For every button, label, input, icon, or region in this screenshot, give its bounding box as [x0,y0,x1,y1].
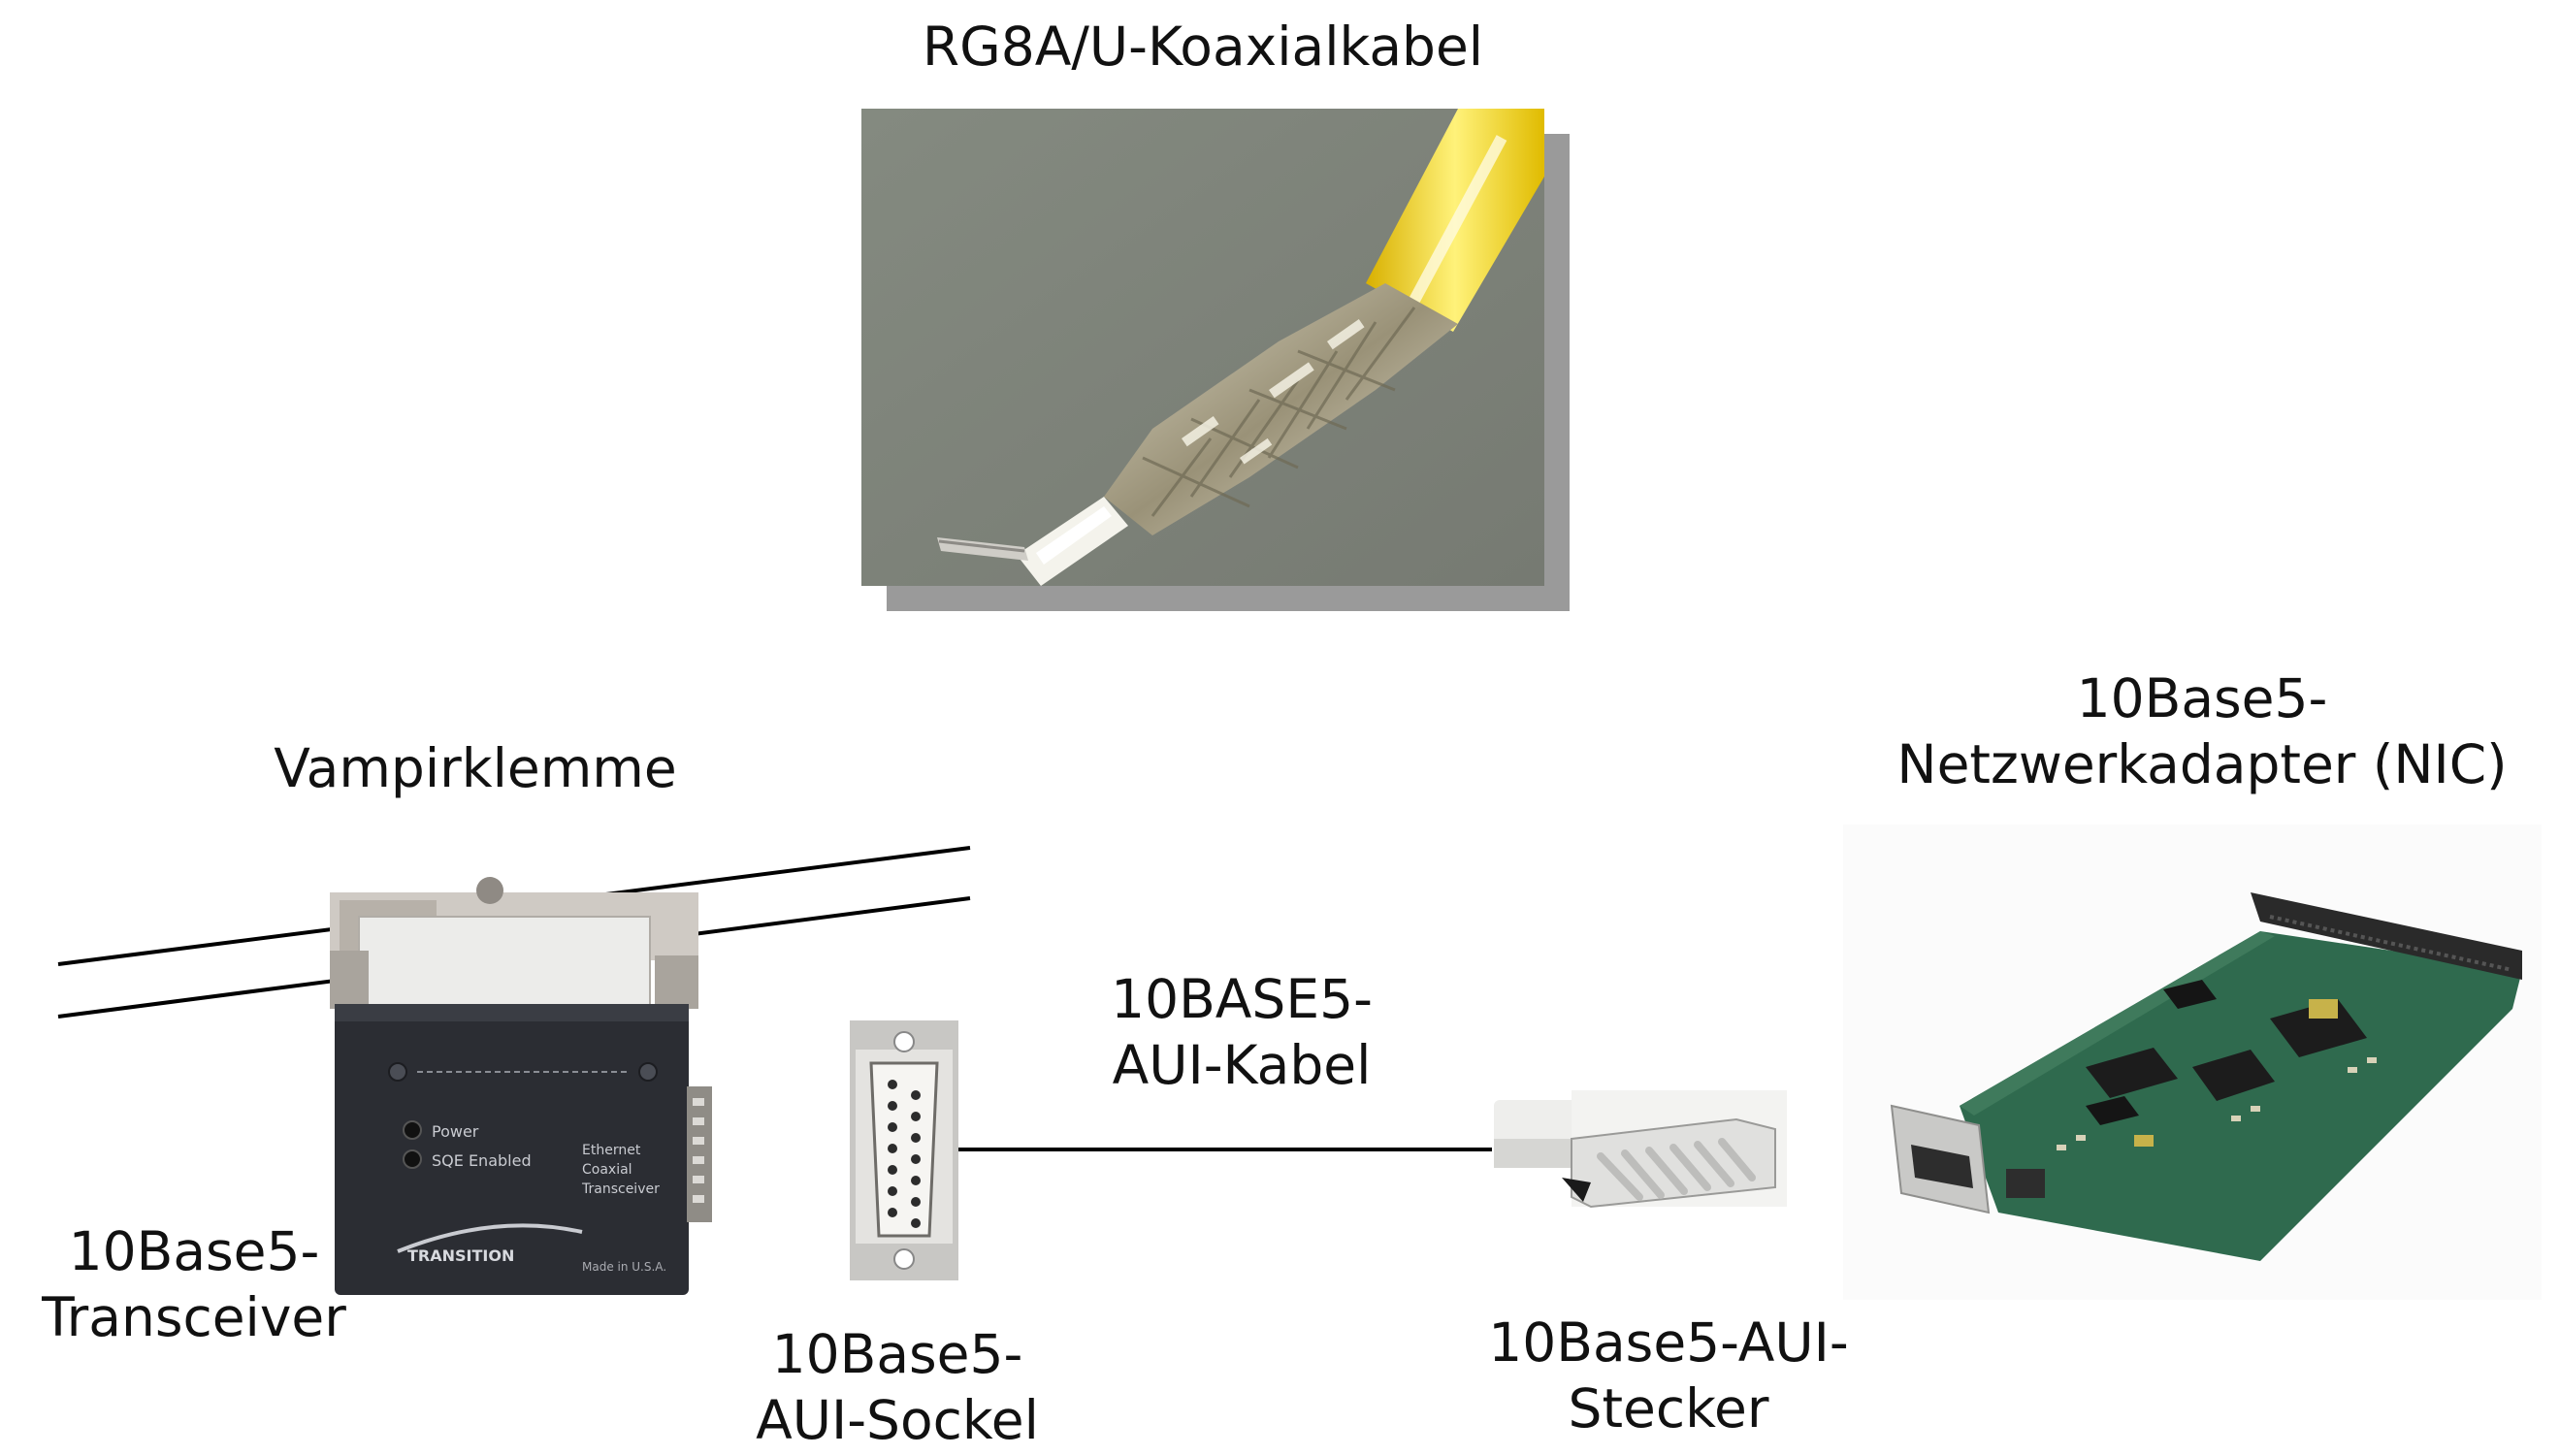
aui-plug-label-line2: Stecker [1568,1377,1769,1440]
product-line-1: Ethernet [582,1143,641,1158]
vampire-tap-label: Vampirklemme [274,737,677,799]
product-line-3: Transceiver [581,1181,660,1197]
power-led-label: Power [432,1122,479,1141]
transceiver-label-line1: 10Base5- [68,1220,320,1282]
aui-cable-label-line2: AUI-Kabel [1112,1034,1372,1096]
aui-cable-label-line1: 10BASE5- [1111,968,1373,1030]
aui-socket-photo [850,1020,958,1280]
nic-card-photo [1843,825,2542,1300]
transceiver-label: 10Base5- Transceiver [39,1218,349,1350]
nic-label-line1: 10Base5- [2076,667,2328,729]
made-in-text: Made in U.S.A. [582,1260,666,1274]
aui-socket-label-line1: 10Base5- [771,1323,1023,1385]
brand-name: TRANSITION [407,1246,514,1265]
product-line-2: Coaxial [582,1162,632,1178]
coax-cable-label: RG8A/U-Koaxialkabel [922,16,1484,78]
coax-cable-photo [861,109,1570,611]
aui-cable-line [958,1148,1492,1151]
aui-plug-label: 10Base5-AUI- Stecker [1474,1310,1863,1441]
aui-cable-label: 10BASE5- AUI-Kabel [1048,966,1436,1098]
nic-label: 10Base5- Netzwerkadapter (NIC) [1843,665,2560,797]
nic-label-line2: Netzwerkadapter (NIC) [1896,733,2508,795]
sqe-led-label: SQE Enabled [432,1151,532,1170]
transceiver-label-line2: Transceiver [42,1286,346,1348]
transceiver-photo: Power SQE Enabled Ethernet Coaxial Trans… [320,873,718,1319]
aui-plug-photo [1494,1081,1787,1226]
aui-plug-label-line1: 10Base5-AUI- [1488,1311,1849,1374]
aui-socket-label-line2: AUI-Sockel [756,1389,1039,1451]
aui-socket-label: 10Base5- AUI-Sockel [737,1321,1057,1453]
